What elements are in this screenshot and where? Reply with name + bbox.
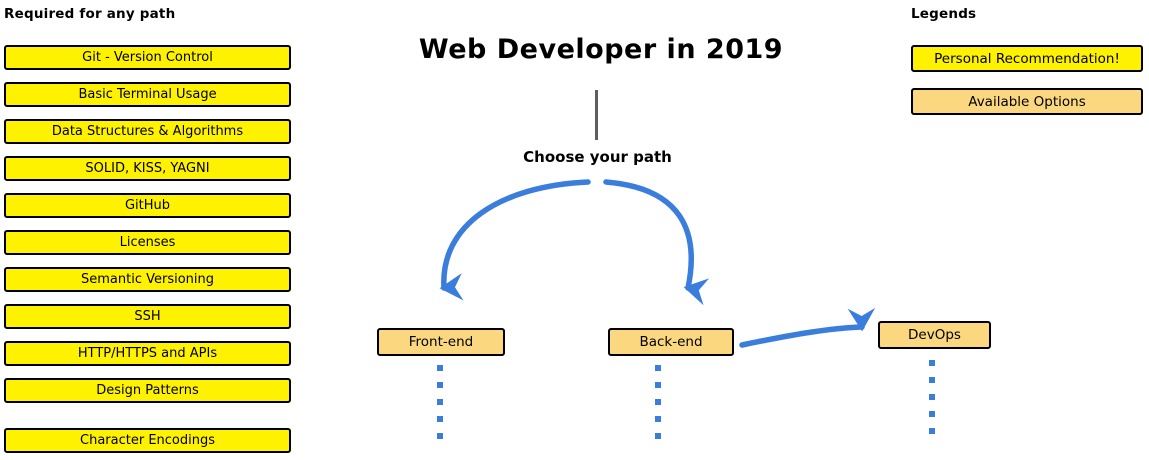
choose-your-path-label: Choose your path	[523, 148, 672, 166]
required-item-solid-kiss-yagni[interactable]: SOLID, KISS, YAGNI	[4, 156, 291, 181]
dot-trail-devops	[929, 360, 935, 445]
required-item-label: Git - Version Control	[82, 50, 213, 65]
trail-dot	[655, 433, 661, 439]
required-item-data-structures-algorithms[interactable]: Data Structures & Algorithms	[4, 119, 291, 144]
path-box-front-end[interactable]: Front-end	[377, 328, 505, 356]
trail-dot	[929, 428, 935, 434]
required-item-label: Data Structures & Algorithms	[51, 124, 244, 139]
required-item-http-https-and-apis[interactable]: HTTP/HTTPS and APIs	[4, 341, 291, 366]
page-title: Web Developer in 2019	[418, 34, 784, 65]
trail-dot	[929, 377, 935, 383]
legend-item-personal-recommendation: Personal Recommendation!	[911, 45, 1143, 72]
required-item-label: Semantic Versioning	[80, 272, 214, 287]
arrow-to-front-end	[439, 179, 591, 301]
trail-dot	[655, 416, 661, 422]
stem-connector-line	[595, 90, 598, 140]
trail-dot	[437, 365, 443, 371]
required-item-label: Basic Terminal Usage	[78, 87, 217, 102]
dot-trail-back-end	[655, 365, 661, 450]
path-box-back-end[interactable]: Back-end	[608, 328, 734, 356]
path-box-devops[interactable]: DevOps	[878, 321, 991, 349]
required-item-label: Character Encodings	[80, 433, 215, 448]
legend-item-label: Available Options	[968, 93, 1086, 110]
required-item-label: SOLID, KISS, YAGNI	[85, 161, 210, 176]
required-item-basic-terminal-usage[interactable]: Basic Terminal Usage	[4, 82, 291, 107]
trail-dot	[929, 411, 935, 417]
required-item-semantic-versioning[interactable]: Semantic Versioning	[4, 267, 291, 292]
trail-dot	[655, 365, 661, 371]
required-section-heading: Required for any path	[4, 6, 176, 22]
legend-section-heading: Legends	[911, 6, 977, 22]
required-item-label: Design Patterns	[96, 383, 199, 398]
required-item-ssh[interactable]: SSH	[4, 304, 291, 329]
required-item-label: SSH	[134, 309, 161, 324]
trail-dot	[437, 399, 443, 405]
required-item-character-encodings[interactable]: Character Encodings	[4, 428, 291, 453]
required-item-licenses[interactable]: Licenses	[4, 230, 291, 255]
trail-dot	[929, 394, 935, 400]
legend-item-label: Personal Recommendation!	[934, 50, 1120, 67]
required-item-label: Licenses	[119, 235, 176, 250]
arrow-back-end-to-devops	[739, 307, 876, 348]
path-box-label: DevOps	[908, 327, 961, 343]
required-item-github[interactable]: GitHub	[4, 193, 291, 218]
required-item-label: GitHub	[124, 198, 171, 213]
legend-item-available-options: Available Options	[911, 88, 1143, 115]
dot-trail-front-end	[437, 365, 443, 450]
required-item-label: HTTP/HTTPS and APIs	[77, 346, 218, 361]
trail-dot	[437, 382, 443, 388]
required-item-design-patterns[interactable]: Design Patterns	[4, 378, 291, 403]
trail-dot	[437, 433, 443, 439]
trail-dot	[437, 416, 443, 422]
path-box-label: Back-end	[639, 334, 703, 350]
trail-dot	[655, 382, 661, 388]
path-box-label: Front-end	[408, 334, 474, 350]
trail-dot	[929, 360, 935, 366]
required-item-git-version-control[interactable]: Git - Version Control	[4, 45, 291, 70]
arrow-to-back-end	[603, 179, 710, 306]
trail-dot	[655, 399, 661, 405]
